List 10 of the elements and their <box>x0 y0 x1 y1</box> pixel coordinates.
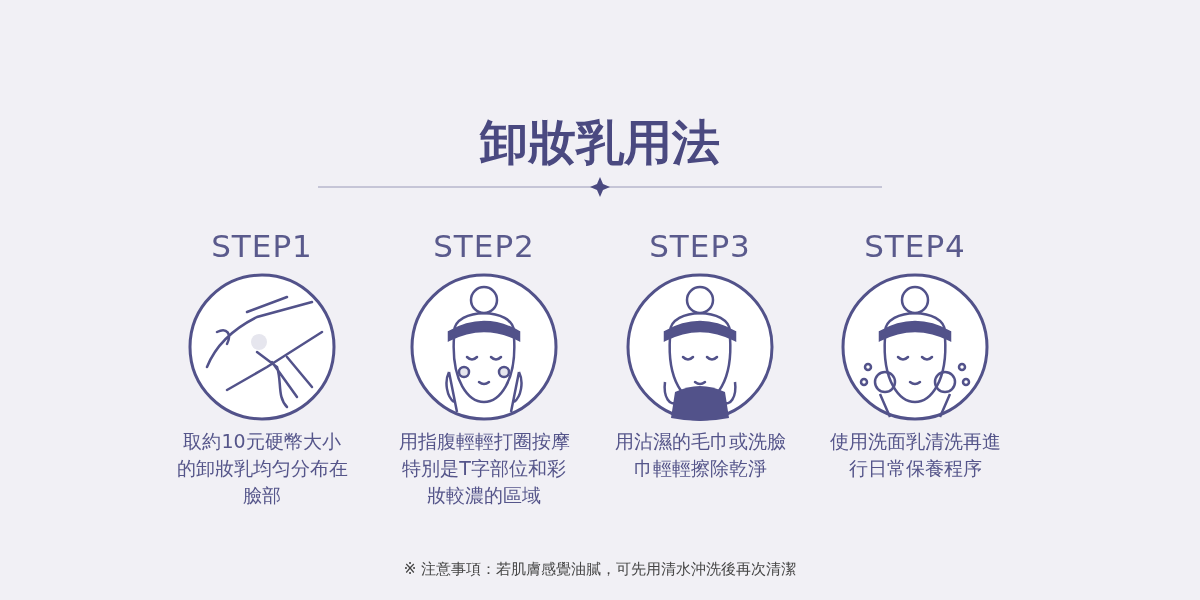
step-description: 用指腹輕輕打圈按摩特別是T字部位和彩妝較濃的區域 <box>398 429 570 508</box>
step-description: 取約10元硬幣大小的卸妝乳均匀分布在臉部 <box>176 429 348 508</box>
step-label: STEP2 <box>433 227 535 266</box>
step-label: STEP3 <box>649 227 751 266</box>
step-description: 使用洗面乳清洗再進行日常保養程序 <box>829 429 1001 481</box>
note: ※ 注意事項：若肌膚感覺油膩，可先用清水沖洗後再次清潔 <box>403 560 797 579</box>
step-label: STEP4 <box>864 227 966 266</box>
step-label: STEP1 <box>211 227 313 266</box>
step-description: 用沾濕的毛巾或洗臉巾輕輕擦除乾淨 <box>614 429 786 481</box>
title: 卸妝乳用法 <box>478 113 721 172</box>
